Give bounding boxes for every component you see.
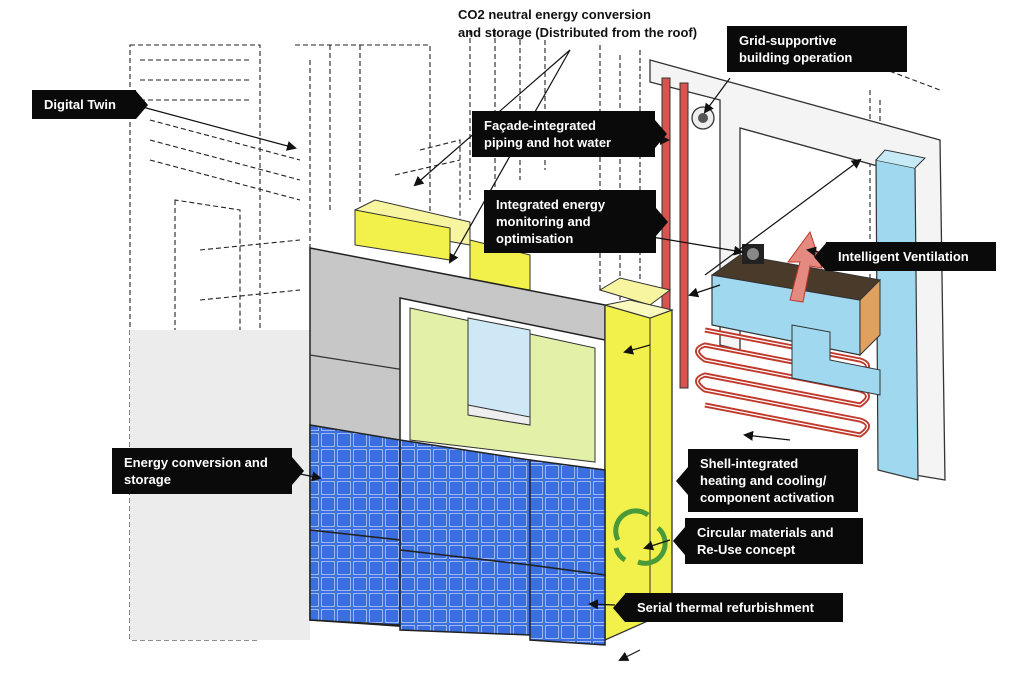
- circular-materials-label: Circular materials and Re-Use concept: [685, 518, 863, 564]
- vertical-duct: [875, 149, 927, 481]
- shell-heating-label: Shell-integrated heating and cooling/ co…: [688, 449, 858, 512]
- co2-storage-caption: CO2 neutral energy conversion and storag…: [458, 7, 698, 40]
- insulation-side: [604, 299, 674, 642]
- recycle-icon: [613, 508, 668, 566]
- grid-meter-icon: [691, 106, 715, 130]
- facade-piping-label: Façade-integrated piping and hot water: [472, 111, 655, 157]
- energy-conversion-label: Energy conversion and storage: [112, 448, 292, 494]
- intelligent-ventilation-label: Intelligent Ventilation: [826, 242, 996, 271]
- dimension-line: [623, 158, 862, 355]
- serial-refurbishment-label: Serial thermal refurbishment: [625, 593, 843, 622]
- digital-twin-label: Digital Twin: [32, 90, 136, 119]
- grid-supportive-label: Grid-supportive building operation: [727, 26, 907, 72]
- pv-modules: [309, 424, 606, 646]
- energy-monitoring-label: Integrated energy monitoring and optimis…: [484, 190, 656, 253]
